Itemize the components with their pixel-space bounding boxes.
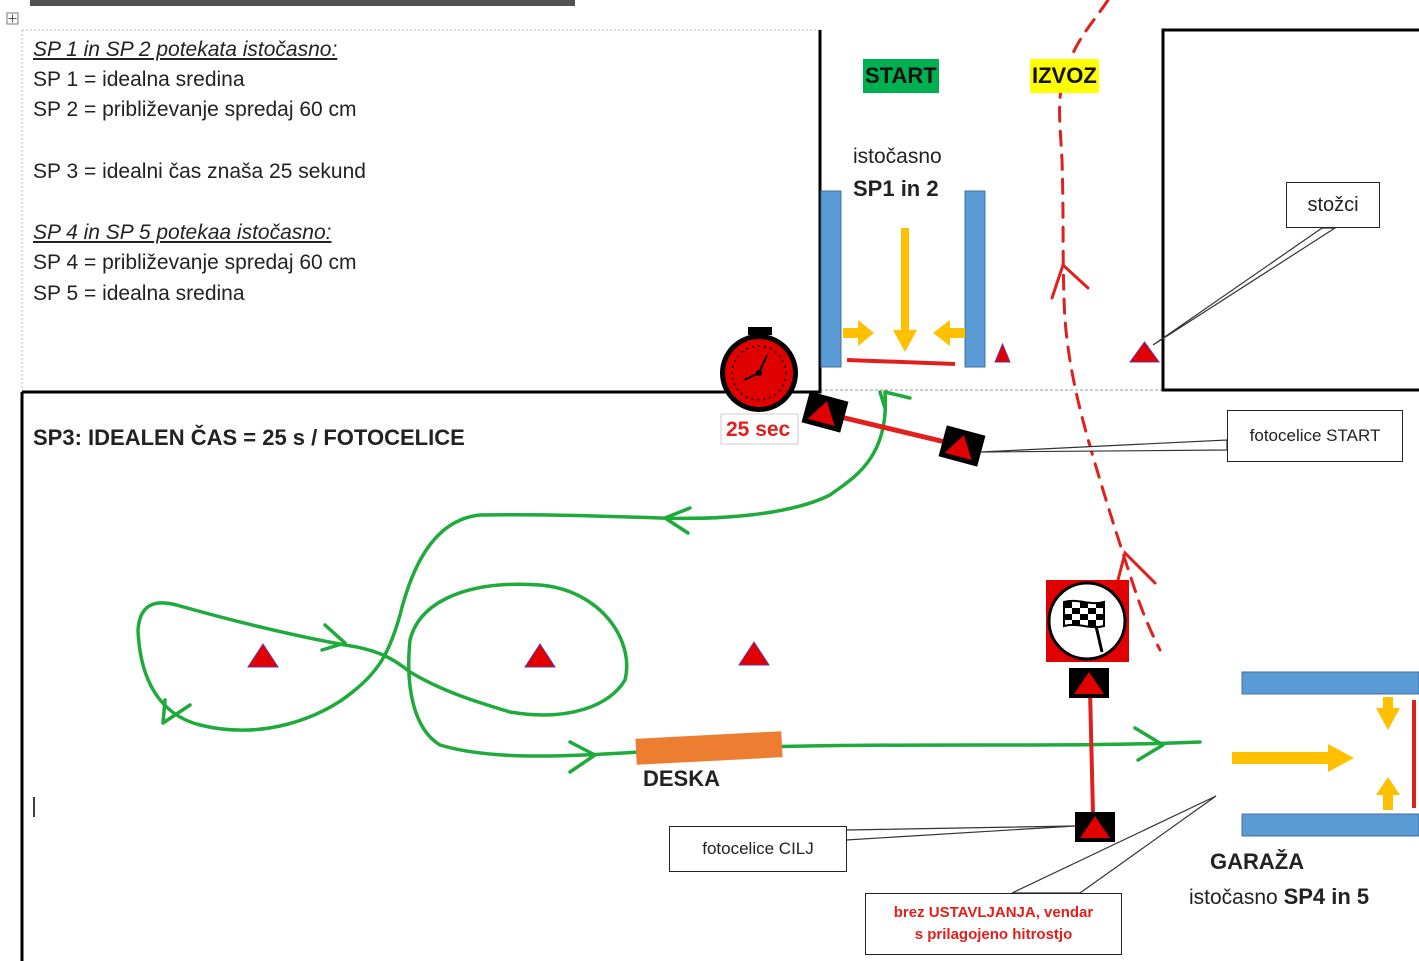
start-simultaneous-label: istočasno: [853, 145, 942, 168]
cone-icon: [247, 341, 1160, 668]
callout-photocells-finish: fotocelice CILJ: [669, 826, 847, 872]
garage-sp45-label: SP4 in 5: [1283, 884, 1370, 909]
garage-wall-bottom: [1241, 813, 1419, 837]
garage-arrows: [1232, 697, 1400, 810]
arena-walls: [20, 28, 1419, 961]
sp3-title: SP3: IDEALEN ČAS = 25 s / FOTOCELICE: [33, 425, 465, 450]
garage-simultaneous-label: istočasno: [1189, 886, 1278, 909]
timer-label: 25 sec: [726, 418, 791, 441]
checkered-flag-icon: [1046, 580, 1129, 662]
cropped-heading: [30, 0, 575, 6]
start-badge: START: [863, 59, 939, 93]
green-driving-path: [136, 390, 1202, 774]
timer-label-frame: [720, 413, 799, 445]
start-line: [846, 358, 956, 366]
callout-no-stopping: brez USTAVLJANJA, vendar s prilagojeno h…: [865, 893, 1122, 955]
garage-title: GARAŽA: [1210, 849, 1305, 874]
stopwatch-icon: [720, 327, 798, 412]
note-sp1: SP 1 = idealna sredina: [33, 68, 245, 91]
garage-simultaneous: istočasno SP4 in 5: [1189, 884, 1370, 909]
photocell-icon: [801, 391, 986, 467]
note-sp2: SP 2 = približevanje spredaj 60 cm: [33, 98, 357, 121]
photocell-finish-beam: [1088, 689, 1095, 815]
no-stopping-line1: brez USTAVLJANJA, vendar: [893, 904, 1094, 922]
board-label: DESKA: [643, 766, 721, 791]
start-bar-right: [964, 190, 986, 368]
board-deska: [635, 731, 783, 765]
note-sp5: SP 5 = idealna sredina: [33, 282, 245, 305]
no-stopping-line2: s prilagojeno hitrostjo: [914, 926, 1073, 943]
callout-cones: stožci: [1286, 182, 1380, 228]
exit-route: [1050, 0, 1162, 652]
note-heading-sp45: SP 4 in SP 5 potekaa istočasno:: [33, 221, 332, 244]
exit-badge: IZVOZ: [1030, 59, 1099, 93]
note-sp4: SP 4 = približevanje spredaj 60 cm: [33, 251, 357, 274]
start-bar-left: [820, 190, 842, 368]
photocell-icon: [1069, 668, 1115, 842]
callout-photocells-start: fotocelice START: [1227, 410, 1403, 462]
start-sp12-label: SP1 in 2: [853, 176, 939, 201]
photocell-start-beam: [823, 410, 963, 449]
note-sp3: SP 3 = idealni čas znaša 25 sekund: [33, 160, 366, 183]
note-heading-sp12: SP 1 in SP 2 potekata istočasno:: [33, 38, 338, 61]
table-handle-icon[interactable]: [6, 12, 19, 25]
start-arrows: [843, 228, 965, 352]
garage-wall-top: [1241, 671, 1419, 695]
